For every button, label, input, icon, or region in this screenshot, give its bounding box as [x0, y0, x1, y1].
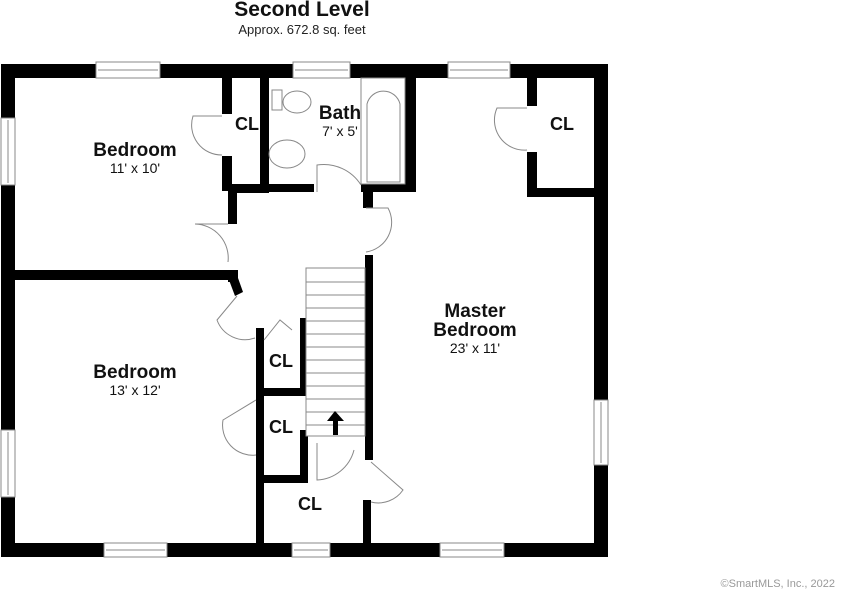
doors: [191, 107, 528, 504]
room-dimensions: 13' x 12': [109, 382, 161, 398]
closet-label-hall-middle: CL: [269, 417, 293, 437]
bath-fixtures: [268, 77, 406, 185]
room-dimensions: 23' x 11': [449, 340, 501, 356]
room-name-line1: Master: [444, 301, 506, 322]
room-dimensions: 7' x 5': [322, 123, 358, 139]
room-master-bedroom: Master Bedroom 23' x 11': [410, 302, 540, 355]
room-bedroom-1: Bedroom 11' x 10': [60, 141, 210, 175]
room-name: Bedroom: [93, 362, 177, 383]
room-name: Bath: [318, 103, 362, 124]
closet-label-master: CL: [550, 114, 574, 134]
copyright-notice: ©SmartMLS, Inc., 2022: [720, 578, 836, 590]
room-dimensions: 11' x 10': [109, 160, 161, 176]
closet-label-bedroom1: CL: [235, 114, 259, 134]
floor-title: Second Level: [234, 0, 370, 21]
room-name: Bedroom: [93, 140, 177, 161]
closet-label-hall-upper: CL: [269, 351, 293, 371]
staircase[interactable]: [305, 267, 366, 437]
room-bath: Bath 7' x 5': [305, 104, 375, 138]
arrow-up-icon: [327, 411, 344, 435]
windows: [0, 61, 609, 558]
room-bedroom-2: Bedroom 13' x 12': [60, 363, 210, 397]
room-name-line2: Bedroom: [433, 320, 517, 341]
closet-label-hall-lower: CL: [298, 494, 322, 514]
floor-area: Approx. 672.8 sq. feet: [238, 22, 366, 37]
